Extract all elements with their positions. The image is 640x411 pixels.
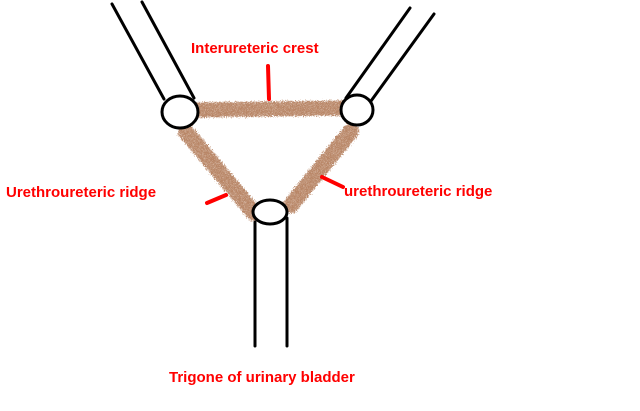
left-urethroureteric-ridge-band [178,124,262,221]
urethra [253,216,289,348]
tubes [110,0,436,348]
left-ureter [110,0,196,101]
right-urethroureteric-ridge-label: urethroureteric ridge [344,183,493,200]
right-urethroureteric-ridge-band [283,123,359,213]
interureteric-crest-label: Interureteric crest [191,40,319,57]
orifices [160,93,375,226]
crest-pointer-line [266,64,271,101]
right-ureter [344,6,436,103]
left-ureteric-orifice [160,94,200,130]
internal-urethral-orifice [251,198,289,226]
right-ridge-pointer-line [320,175,345,189]
pointer-marks [205,64,345,205]
diagram-title: Trigone of urinary bladder [169,369,355,386]
left-ridge-pointer-line [205,193,228,205]
interureteric-crest-band [182,100,356,118]
trigone-ridges [178,100,359,221]
left-urethroureteric-ridge-label: Urethroureteric ridge [6,184,157,201]
right-ureteric-orifice [339,93,375,127]
